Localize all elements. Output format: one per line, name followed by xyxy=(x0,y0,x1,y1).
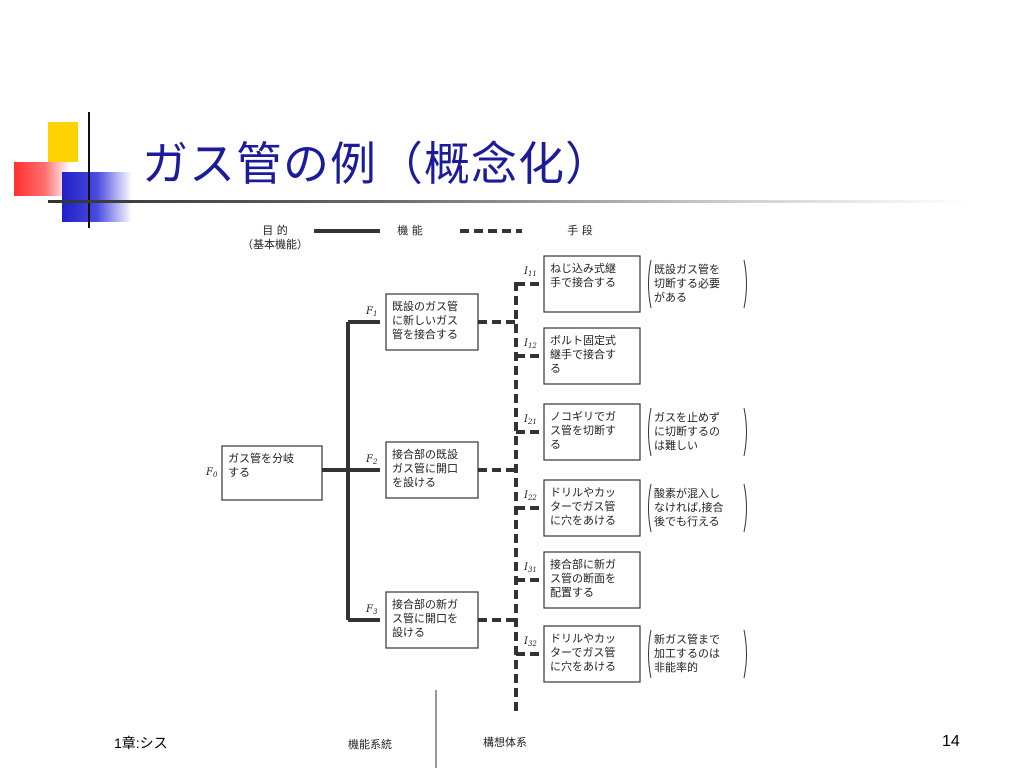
label-f0: F0 xyxy=(205,467,218,479)
node-means-2 xyxy=(543,327,641,385)
node-means-note-4-text-line: 後でも行える xyxy=(654,514,720,528)
node-means-6-text-line: に穴をあける xyxy=(550,659,616,673)
node-function-3-text-line: 接合部の新ガ xyxy=(392,597,458,611)
node-means-6 xyxy=(543,625,641,683)
node-means-note-4-left-paren xyxy=(648,483,652,533)
node-function-2-text-line: ガス管に開口 xyxy=(392,461,458,475)
node-means-5 xyxy=(543,551,641,609)
label-f2: F2 xyxy=(365,454,378,466)
node-means-4 xyxy=(543,479,641,537)
label-f1: F1 xyxy=(365,306,377,318)
node-function-1-text-line: に新しいガス xyxy=(392,313,458,327)
node-means-note-6-left-paren xyxy=(648,629,652,679)
label-i22-subscript: 22 xyxy=(527,494,537,502)
decor-vertical-line xyxy=(88,112,90,228)
node-function-1-text-line: 管を接合する xyxy=(392,327,458,341)
node-means-note-4-text-line: 酸素が混入し xyxy=(654,486,720,500)
label-f1-subscript: 1 xyxy=(373,310,377,318)
node-means-note-1-text-line: がある xyxy=(654,290,687,304)
label-i12: I12 xyxy=(523,338,537,350)
legend-means: 手 段 xyxy=(567,223,593,237)
legend-function: 機 能 xyxy=(397,223,423,237)
node-means-note-4-text-line: なければ,接合 xyxy=(654,500,724,514)
label-i32-subscript: 32 xyxy=(528,640,537,648)
legend-purpose-sub: （基本機能） xyxy=(242,237,308,251)
label-i11-subscript: 11 xyxy=(528,270,537,278)
node-root-text-line: する xyxy=(228,466,250,479)
node-means-note-3-left-paren xyxy=(648,407,652,457)
slide-title: ガス管の例（概念化） xyxy=(142,137,612,191)
label-i12-subscript: 12 xyxy=(528,342,537,350)
node-means-note-3-text-line: は難しい xyxy=(654,439,698,452)
label-i21-subscript: 21 xyxy=(527,418,537,426)
node-means-2-text-line: る xyxy=(550,362,561,375)
node-means-1-text-line: ねじ込み式継 xyxy=(550,261,616,275)
node-means-5-text-line: 配置する xyxy=(550,586,594,599)
node-function-3-text-line: ス管に開口を xyxy=(392,611,458,625)
node-means-note-6-text-line: 非能率的 xyxy=(654,660,698,674)
node-function-2-text-line: を設ける xyxy=(392,475,436,489)
footer-chapter: 1章:シス xyxy=(114,735,168,751)
node-means-2-text-line: ボルト固定式 xyxy=(550,333,616,347)
node-root-text-line: ガス管を分岐 xyxy=(228,451,294,465)
node-means-note-3-right-paren xyxy=(743,407,747,457)
node-means-1-text-line: 手で接合する xyxy=(550,275,616,289)
label-f2-subscript: 2 xyxy=(372,458,378,466)
decor-red-square xyxy=(14,162,70,196)
legend-purpose: 目 的 xyxy=(262,223,288,237)
bottom-label-function-system: 機能系統 xyxy=(348,737,392,751)
node-means-note-1-left-paren xyxy=(648,259,652,309)
node-means-1 xyxy=(543,255,641,313)
node-means-5-text-line: 接合部に新ガ xyxy=(550,557,616,571)
node-means-note-1-text-line: 切断する必要 xyxy=(654,276,720,290)
node-means-note-4-right-paren xyxy=(743,483,747,533)
page-number: 14 xyxy=(942,733,960,750)
label-i21: I21 xyxy=(523,414,537,426)
label-f3: F3 xyxy=(365,604,378,616)
node-function-1 xyxy=(385,293,479,351)
node-means-3-text-line: る xyxy=(550,438,561,451)
label-i31: I31 xyxy=(523,562,537,574)
node-root xyxy=(221,445,323,501)
node-means-2-text-line: 継手で接合す xyxy=(550,347,616,361)
label-i32: I32 xyxy=(523,636,537,648)
node-means-3-text-line: ノコギリでガ xyxy=(550,410,616,423)
node-means-note-6-text-line: 加工するのは xyxy=(654,647,720,660)
node-means-6-text-line: ターでガス管 xyxy=(550,645,615,659)
node-means-note-1-text-line: 既設ガス管を xyxy=(654,262,720,276)
label-f0-subscript: 0 xyxy=(213,471,218,479)
node-means-3 xyxy=(543,403,641,461)
label-i22: I22 xyxy=(523,490,537,502)
label-i11: I11 xyxy=(523,266,537,278)
node-means-5-text-line: ス管の断面を xyxy=(550,571,616,585)
node-function-3 xyxy=(385,591,479,649)
node-means-4-text-line: に穴をあける xyxy=(550,513,616,527)
node-function-2 xyxy=(385,441,479,499)
node-means-note-1-right-paren xyxy=(743,259,747,309)
label-f3-subscript: 3 xyxy=(373,608,378,616)
node-means-3-text-line: ス管を切断す xyxy=(550,423,616,437)
node-means-4-text-line: ドリルやカッ xyxy=(550,486,616,499)
node-function-2-text-line: 接合部の既設 xyxy=(392,447,458,461)
connector-lines xyxy=(314,229,542,768)
node-means-note-6-text-line: 新ガス管まで xyxy=(654,632,720,646)
node-means-note-3-text-line: に切断するの xyxy=(654,424,720,438)
decor-yellow-square xyxy=(48,122,78,162)
node-means-4-text-line: ターでガス管 xyxy=(550,499,615,513)
node-means-note-3-text-line: ガスを止めず xyxy=(654,411,720,424)
node-function-3-text-line: 設ける xyxy=(392,625,425,639)
title-underline xyxy=(48,200,968,203)
label-i31-subscript: 31 xyxy=(528,566,537,574)
decor-blue-square xyxy=(62,172,132,222)
node-means-note-6-right-paren xyxy=(743,629,747,679)
bottom-label-concept-system: 構想体系 xyxy=(483,735,527,749)
node-means-6-text-line: ドリルやカッ xyxy=(550,632,616,645)
node-function-1-text-line: 既設のガス管 xyxy=(392,299,458,313)
